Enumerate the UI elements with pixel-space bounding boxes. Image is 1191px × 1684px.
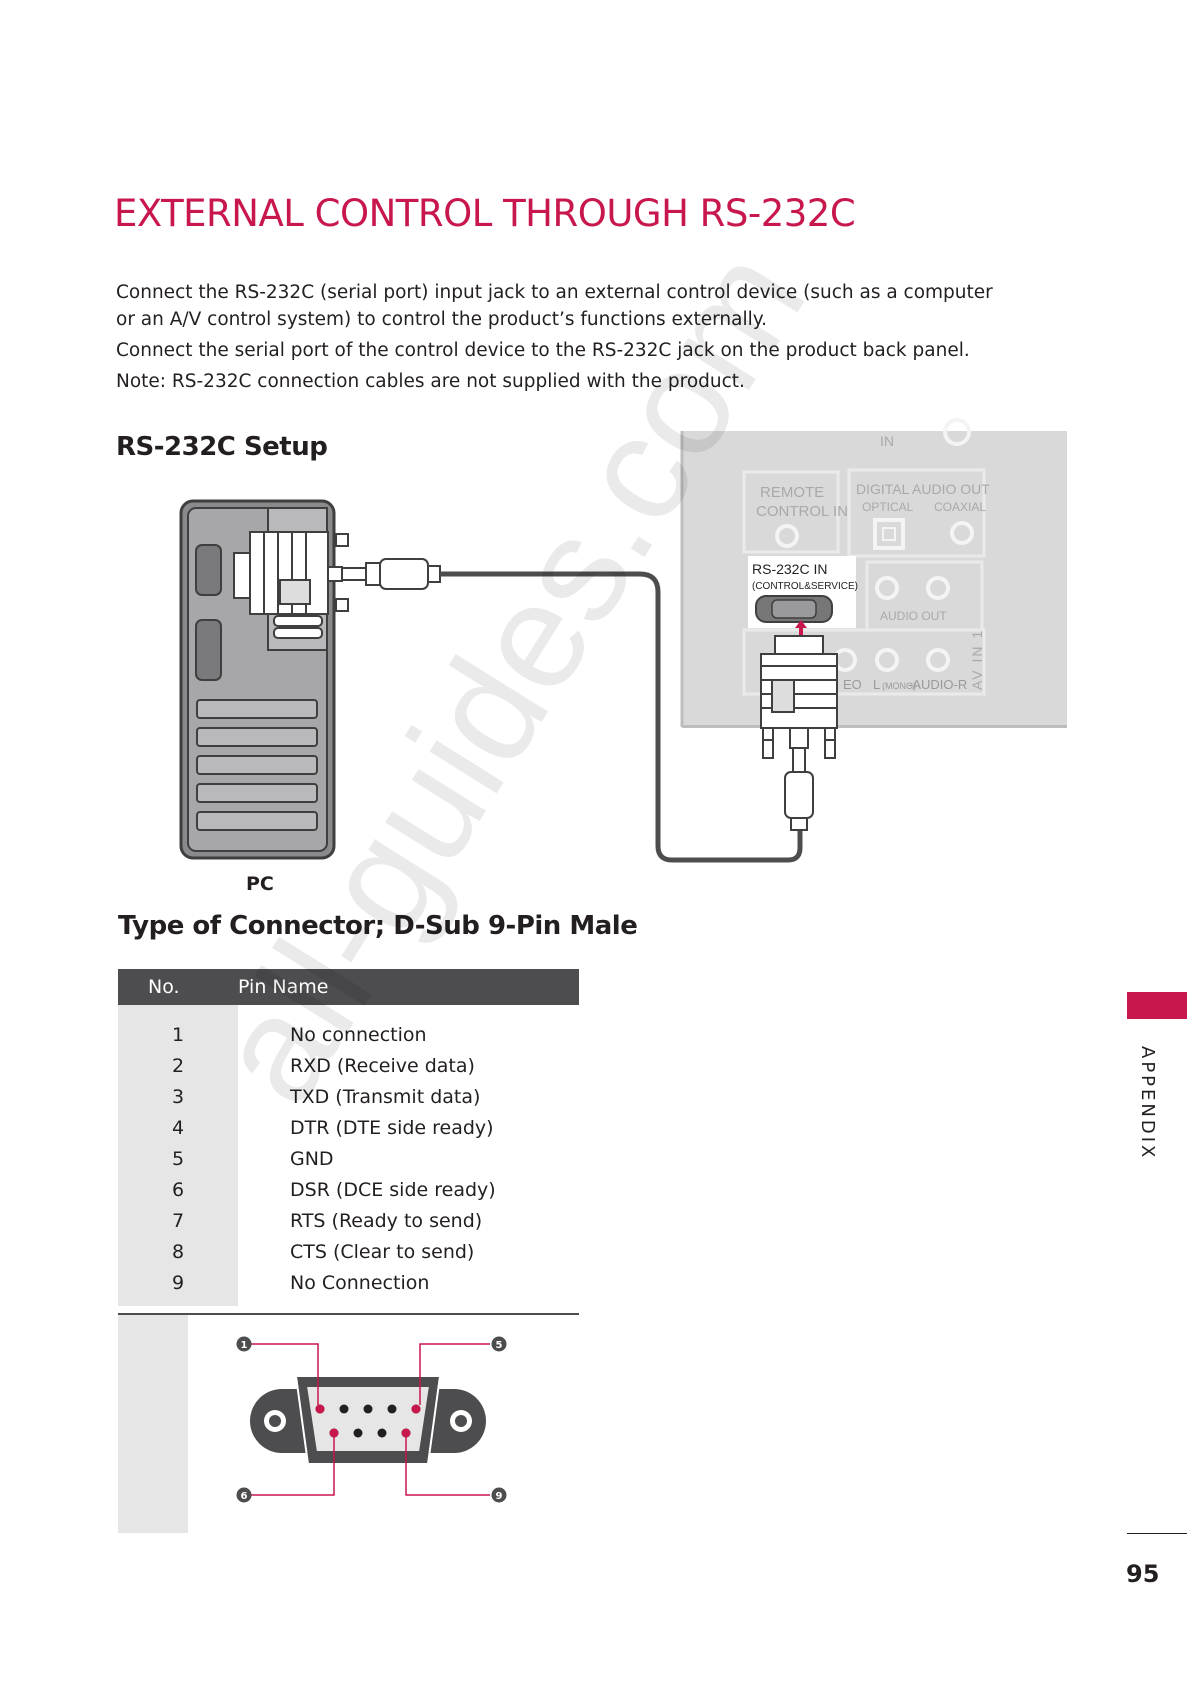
pin-name: CTS (Clear to send) (290, 1240, 475, 1263)
optical-label: OPTICAL (862, 500, 914, 514)
audio-l-label: L (873, 677, 880, 692)
pc-tower-illustration (179, 499, 441, 860)
pin-number: 5 (118, 1143, 238, 1174)
pin-number: 9 (118, 1267, 238, 1306)
table-row: 4 DTR (DTE side ready) (118, 1112, 579, 1143)
page-title: EXTERNAL CONTROL THROUGH RS-232C (114, 192, 856, 235)
pin-callout-5: 5 (496, 1340, 503, 1351)
table-header-row: No. Pin Name (118, 969, 579, 1005)
video-label: EO (843, 677, 862, 692)
remote-control-label-1: REMOTE (760, 484, 824, 501)
pin-number: 7 (118, 1205, 238, 1236)
audio-r-label: -AUDIO-R (908, 677, 967, 692)
pin-callout-1: 1 (241, 1340, 248, 1351)
table-row: 8 CTS (Clear to send) (118, 1236, 579, 1267)
pin-number: 1 (118, 1005, 238, 1050)
table-bottom-rule (118, 1313, 579, 1315)
table-row: 2 RXD (Receive data) (118, 1050, 579, 1081)
serial-cable (440, 571, 803, 863)
tv-back-panel (680, 418, 1067, 728)
pin-name: DSR (DCE side ready) (290, 1178, 496, 1201)
pin-name: RTS (Ready to send) (290, 1209, 483, 1232)
pin-number: 8 (118, 1236, 238, 1267)
pc-label: PC (246, 873, 274, 895)
table-row: 6 DSR (DCE side ready) (118, 1174, 579, 1205)
table-row: 9 No Connection (118, 1267, 579, 1306)
pin-name: No connection (290, 1023, 427, 1046)
table-row: 3 TXD (Transmit data) (118, 1081, 579, 1112)
pin-callout-9: 9 (496, 1491, 503, 1502)
remote-control-label-2: CONTROL IN (756, 503, 848, 520)
intro-note: Note: RS-232C connection cables are not … (116, 371, 745, 392)
table-row: 7 RTS (Ready to send) (118, 1205, 579, 1236)
pin-name: No Connection (290, 1271, 430, 1294)
intro-line-3: Connect the serial port of the control d… (116, 340, 970, 361)
intro-line-2: or an A/V control system) to control the… (116, 309, 767, 330)
pin-number: 6 (118, 1174, 238, 1205)
pin-number: 4 (118, 1112, 238, 1143)
rs232c-in-label: RS-232C IN (752, 561, 827, 577)
table-row: 1 No connection (118, 1005, 579, 1050)
connector-heading: Type of Connector; D-Sub 9-Pin Male (118, 911, 638, 941)
coaxial-label: COAXIAL (934, 500, 986, 514)
dsub-connector-illustration (118, 1315, 507, 1533)
section-tab-marker (1127, 992, 1187, 1019)
pin-name: TXD (Transmit data) (290, 1085, 481, 1108)
audio-out-label: AUDIO OUT (880, 609, 947, 623)
column-header-pin-name: Pin Name (238, 969, 579, 1005)
pin-name: GND (290, 1147, 334, 1170)
column-header-no: No. (118, 969, 238, 1005)
control-service-label: (CONTROL&SERVICE) (752, 581, 858, 592)
intro-line-1: Connect the RS-232C (serial port) input … (116, 282, 993, 303)
digital-audio-out-label: DIGITAL AUDIO OUT (856, 481, 990, 497)
antenna-in-label: IN (880, 433, 894, 449)
section-label: APPENDIX (1128, 1046, 1158, 1160)
page-number: 95 (1126, 1560, 1160, 1588)
mono-label: (MONO) (882, 681, 916, 691)
pin-name: RXD (Receive data) (290, 1054, 475, 1077)
pin-table: No. Pin Name 1 No connection 2 RXD (Receiv… (118, 969, 579, 1306)
av-in-label: AV IN 1 (969, 629, 985, 690)
page-number-rule (1127, 1533, 1187, 1534)
tv-side-plug (760, 635, 838, 831)
pin-number: 2 (118, 1050, 238, 1081)
setup-heading: RS-232C Setup (116, 432, 328, 462)
pin-name: DTR (DTE side ready) (290, 1116, 494, 1139)
table-row: 5 GND (118, 1143, 579, 1174)
section-label-text: APPENDIX (1137, 1046, 1158, 1161)
pin-number: 3 (118, 1081, 238, 1112)
pin-callout-6: 6 (241, 1491, 248, 1502)
